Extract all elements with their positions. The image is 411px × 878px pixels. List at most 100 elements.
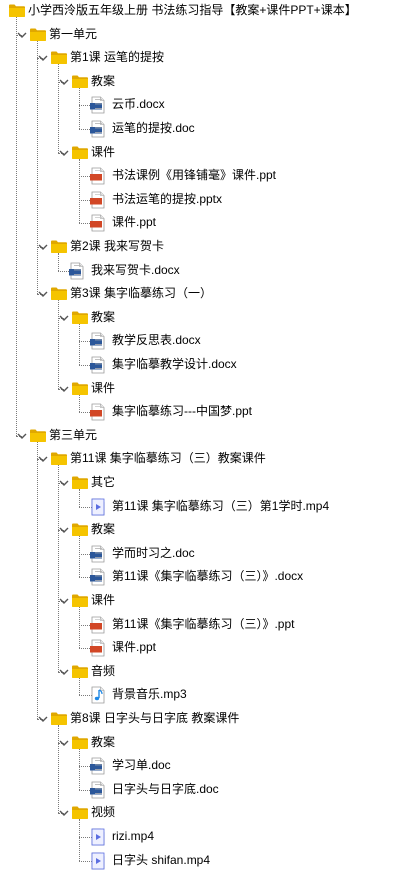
chevron-down-icon[interactable] [15,429,29,443]
tree-branch-line [58,530,64,532]
folder-name: 课件 [91,144,116,159]
tree-file-row[interactable]: 课件.ppt [0,637,411,657]
tree-folder-row[interactable]: 课件 [0,142,411,162]
tree-branch-line [58,671,64,673]
tree-file-row[interactable]: 日字头与日字底.doc [0,779,411,799]
tree-file-row[interactable]: 集字临摹练习---中国梦.ppt [0,401,411,421]
tree-branch-line [16,34,22,36]
tree-connector-line [79,607,80,649]
folder-icon [50,286,68,301]
folder-icon [71,74,89,89]
tree-branch-line [79,766,92,768]
chevron-down-icon[interactable] [57,806,71,820]
tree-file-row[interactable]: 我来写贺卡.docx [0,260,411,280]
tree-file-row[interactable]: 集字临摹教学设计.docx [0,354,411,374]
tree-file-row[interactable]: 学习单.doc [0,755,411,775]
tree-branch-line [16,435,22,437]
tree-folder-row[interactable]: 第三单元 [0,425,411,445]
tree-connector-line [79,394,80,413]
tree-branch-line [37,294,43,296]
tree-connector-line [79,536,80,578]
tree-connector-line [79,87,80,129]
tree-branch-line [79,176,92,178]
tree-folder-row[interactable]: 教案 [0,732,411,752]
tree-branch-line [58,483,64,484]
tree-branch-line [79,624,92,626]
tree-file-row[interactable]: 第11课 集字临摹练习（三）第1学时.mp4 [0,496,411,516]
chevron-down-icon[interactable] [57,75,71,89]
file-name: 书法课例《用锋铺毫》课件.ppt [112,168,277,183]
chevron-down-icon[interactable] [36,712,50,726]
folder-name: 视频 [91,805,116,820]
file-name: 云币.docx [112,97,165,112]
chevron-down-icon[interactable] [36,240,50,254]
folder-name: 教案 [91,73,116,88]
tree-folder-row[interactable]: 第1课 运笔的提按 [0,47,411,67]
tree-folder-row[interactable]: 课件 [0,590,411,610]
folder-icon [71,805,89,820]
folder-name: 教案 [91,309,116,324]
tree-file-row[interactable]: 第11课《集字临摹练习（三）》.ppt [0,614,411,634]
ppt-file-icon [90,616,106,634]
tree-branch-line [37,459,43,461]
tree-folder-row[interactable]: 第2课 我来写贺卡 [0,236,411,256]
chevron-down-icon[interactable] [57,311,71,325]
doc-file-icon [69,262,85,280]
tree-file-row[interactable]: 日字头 shifan.mp4 [0,850,411,870]
tree-file-row[interactable]: 第11课《集字临摹练习（三）》.docx [0,566,411,586]
tree-file-row[interactable]: 教学反思表.docx [0,330,411,350]
chevron-down-icon[interactable] [36,452,50,466]
chevron-down-icon[interactable] [57,594,71,608]
tree-file-row[interactable]: 书法课例《用锋铺毫》课件.ppt [0,165,411,185]
chevron-down-icon[interactable] [57,523,71,537]
tree-folder-row[interactable]: 第3课 集字临摹练习（一） [0,283,411,303]
chevron-down-icon[interactable] [57,382,71,396]
tree-folder-row[interactable]: 音频 [0,661,411,681]
tree-folder-row[interactable]: 教案 [0,307,411,327]
tree-folder-row[interactable]: 视频 [0,802,411,822]
chevron-down-icon[interactable] [36,287,50,301]
file-name: 我来写贺卡.docx [91,262,180,277]
doc-file-icon [90,757,106,775]
folder-name: 教案 [91,734,116,749]
folder-name: 课件 [91,380,116,395]
folder-icon [71,522,89,537]
tree-folder-row[interactable]: 第8课 日字头与日字底 教案课件 [0,708,411,728]
chevron-down-icon[interactable] [15,28,29,42]
tree-folder-row[interactable]: 教案 [0,71,411,91]
tree-folder-row[interactable]: 小学西泠版五年级上册 书法练习指导【教案+课件PPT+课本】 [0,0,411,20]
chevron-down-icon[interactable] [57,665,71,679]
tree-file-row[interactable]: 书法运笔的提按.pptx [0,189,411,209]
folder-icon [71,735,89,750]
chevron-down-icon[interactable] [57,476,71,490]
folder-icon [71,381,89,396]
tree-file-row[interactable]: rizi.mp4 [0,826,411,846]
ppt-file-icon [90,639,106,657]
chevron-down-icon[interactable] [57,146,71,160]
tree-file-row[interactable]: 云币.docx [0,94,411,114]
folder-name: 第一单元 [49,26,98,41]
video-file-icon [90,852,106,870]
tree-folder-row[interactable]: 课件 [0,378,411,398]
folder-icon [8,3,26,18]
folder-icon [71,475,89,490]
folder-icon [71,664,89,679]
doc-file-icon [90,781,106,799]
folder-name: 音频 [91,663,116,678]
tree-folder-row[interactable]: 第11课 集字临摹练习（三）教案课件 [0,448,411,468]
tree-branch-line [79,860,92,862]
folder-name: 课件 [91,593,116,607]
tree-file-row[interactable]: 课件.ppt [0,212,411,232]
folder-icon [71,593,89,608]
tree-file-row[interactable]: 学而时习之.doc [0,543,411,563]
tree-file-row[interactable]: 运笔的提按.doc [0,118,411,138]
chevron-down-icon[interactable] [36,51,50,65]
tree-folder-row[interactable]: 其它 [0,472,411,492]
chevron-down-icon[interactable] [57,736,71,750]
tree-branch-line [79,789,92,791]
tree-file-row[interactable]: 背景音乐.mp3 [0,684,411,704]
tree-folder-row[interactable]: 教案 [0,519,411,539]
tree-folder-row[interactable]: 第一单元 [0,24,411,44]
folder-icon [29,428,47,443]
video-file-icon [90,498,106,516]
